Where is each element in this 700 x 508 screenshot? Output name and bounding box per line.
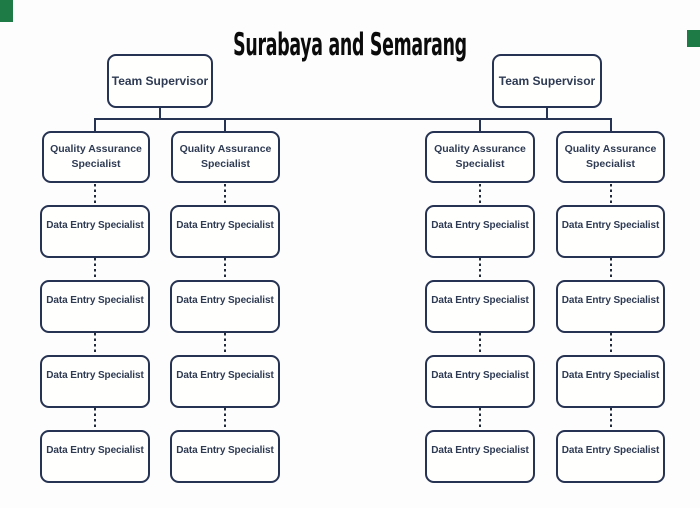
- data-entry-box: Data Entry Specialist: [425, 355, 535, 408]
- connector-stub-qa-2: [224, 118, 226, 133]
- connector-trunk: [94, 118, 612, 120]
- data-entry-label: Data Entry Specialist: [431, 445, 529, 456]
- data-entry-label: Data Entry Specialist: [46, 295, 144, 306]
- data-entry-label: Data Entry Specialist: [561, 220, 660, 231]
- data-entry-box: Data Entry Specialist: [556, 205, 665, 258]
- dotted-connector: [479, 258, 481, 280]
- dotted-connector: [94, 258, 96, 280]
- dotted-connector: [610, 333, 612, 355]
- data-entry-label: Data Entry Specialist: [176, 295, 274, 306]
- connector-stub-supervisor-left: [159, 107, 161, 119]
- data-entry-box: Data Entry Specialist: [40, 280, 150, 333]
- qa-specialist-label: Quality Assurance Specialist: [434, 142, 526, 170]
- dotted-connector: [224, 333, 226, 355]
- data-entry-box: Data Entry Specialist: [556, 280, 665, 333]
- chart-title: Surabaya and Semarang: [233, 27, 467, 63]
- data-entry-label: Data Entry Specialist: [561, 370, 660, 381]
- team-supervisor-label: Team Supervisor: [498, 74, 596, 88]
- data-entry-box: Data Entry Specialist: [40, 355, 150, 408]
- qa-specialist-box: Quality Assurance Specialist: [42, 131, 150, 183]
- data-entry-box: Data Entry Specialist: [425, 205, 535, 258]
- data-entry-label: Data Entry Specialist: [561, 295, 660, 306]
- dotted-connector: [94, 184, 96, 205]
- qa-specialist-box: Quality Assurance Specialist: [556, 131, 665, 183]
- data-entry-box: Data Entry Specialist: [170, 430, 280, 483]
- dotted-connector: [94, 333, 96, 355]
- qa-specialist-label: Quality Assurance Specialist: [50, 142, 142, 170]
- data-entry-label: Data Entry Specialist: [176, 445, 274, 456]
- connector-stub-supervisor-right: [546, 107, 548, 119]
- data-entry-box: Data Entry Specialist: [556, 355, 665, 408]
- data-entry-box: Data Entry Specialist: [425, 430, 535, 483]
- dotted-connector: [610, 258, 612, 280]
- green-accent-square-right: [687, 30, 700, 47]
- dotted-connector: [479, 408, 481, 430]
- green-accent-square-bottom-left: [0, 0, 13, 22]
- qa-specialist-box: Quality Assurance Specialist: [425, 131, 535, 183]
- dotted-connector: [224, 408, 226, 430]
- qa-specialist-label: Quality Assurance Specialist: [179, 142, 272, 170]
- connector-stub-qa-3: [479, 118, 481, 133]
- data-entry-label: Data Entry Specialist: [431, 370, 529, 381]
- team-supervisor-label: Team Supervisor: [111, 74, 209, 88]
- dotted-connector: [224, 184, 226, 205]
- data-entry-label: Data Entry Specialist: [561, 445, 660, 456]
- dotted-connector: [610, 408, 612, 430]
- data-entry-label: Data Entry Specialist: [431, 295, 529, 306]
- data-entry-box: Data Entry Specialist: [170, 280, 280, 333]
- data-entry-box: Data Entry Specialist: [40, 430, 150, 483]
- connector-stub-qa-1: [94, 118, 96, 133]
- data-entry-label: Data Entry Specialist: [46, 370, 144, 381]
- dotted-connector: [479, 333, 481, 355]
- qa-specialist-box: Quality Assurance Specialist: [171, 131, 280, 183]
- data-entry-box: Data Entry Specialist: [170, 355, 280, 408]
- data-entry-box: Data Entry Specialist: [170, 205, 280, 258]
- connector-stub-qa-4: [610, 118, 612, 133]
- data-entry-box: Data Entry Specialist: [425, 280, 535, 333]
- data-entry-label: Data Entry Specialist: [176, 220, 274, 231]
- data-entry-label: Data Entry Specialist: [46, 445, 144, 456]
- dotted-connector: [224, 258, 226, 280]
- data-entry-box: Data Entry Specialist: [556, 430, 665, 483]
- dotted-connector: [610, 184, 612, 205]
- data-entry-label: Data Entry Specialist: [46, 220, 144, 231]
- data-entry-label: Data Entry Specialist: [431, 220, 529, 231]
- team-supervisor-box: Team Supervisor: [107, 54, 213, 108]
- team-supervisor-box: Team Supervisor: [492, 54, 602, 108]
- qa-specialist-label: Quality Assurance Specialist: [564, 142, 657, 170]
- data-entry-box: Data Entry Specialist: [40, 205, 150, 258]
- dotted-connector: [94, 408, 96, 430]
- data-entry-label: Data Entry Specialist: [176, 370, 274, 381]
- dotted-connector: [479, 184, 481, 205]
